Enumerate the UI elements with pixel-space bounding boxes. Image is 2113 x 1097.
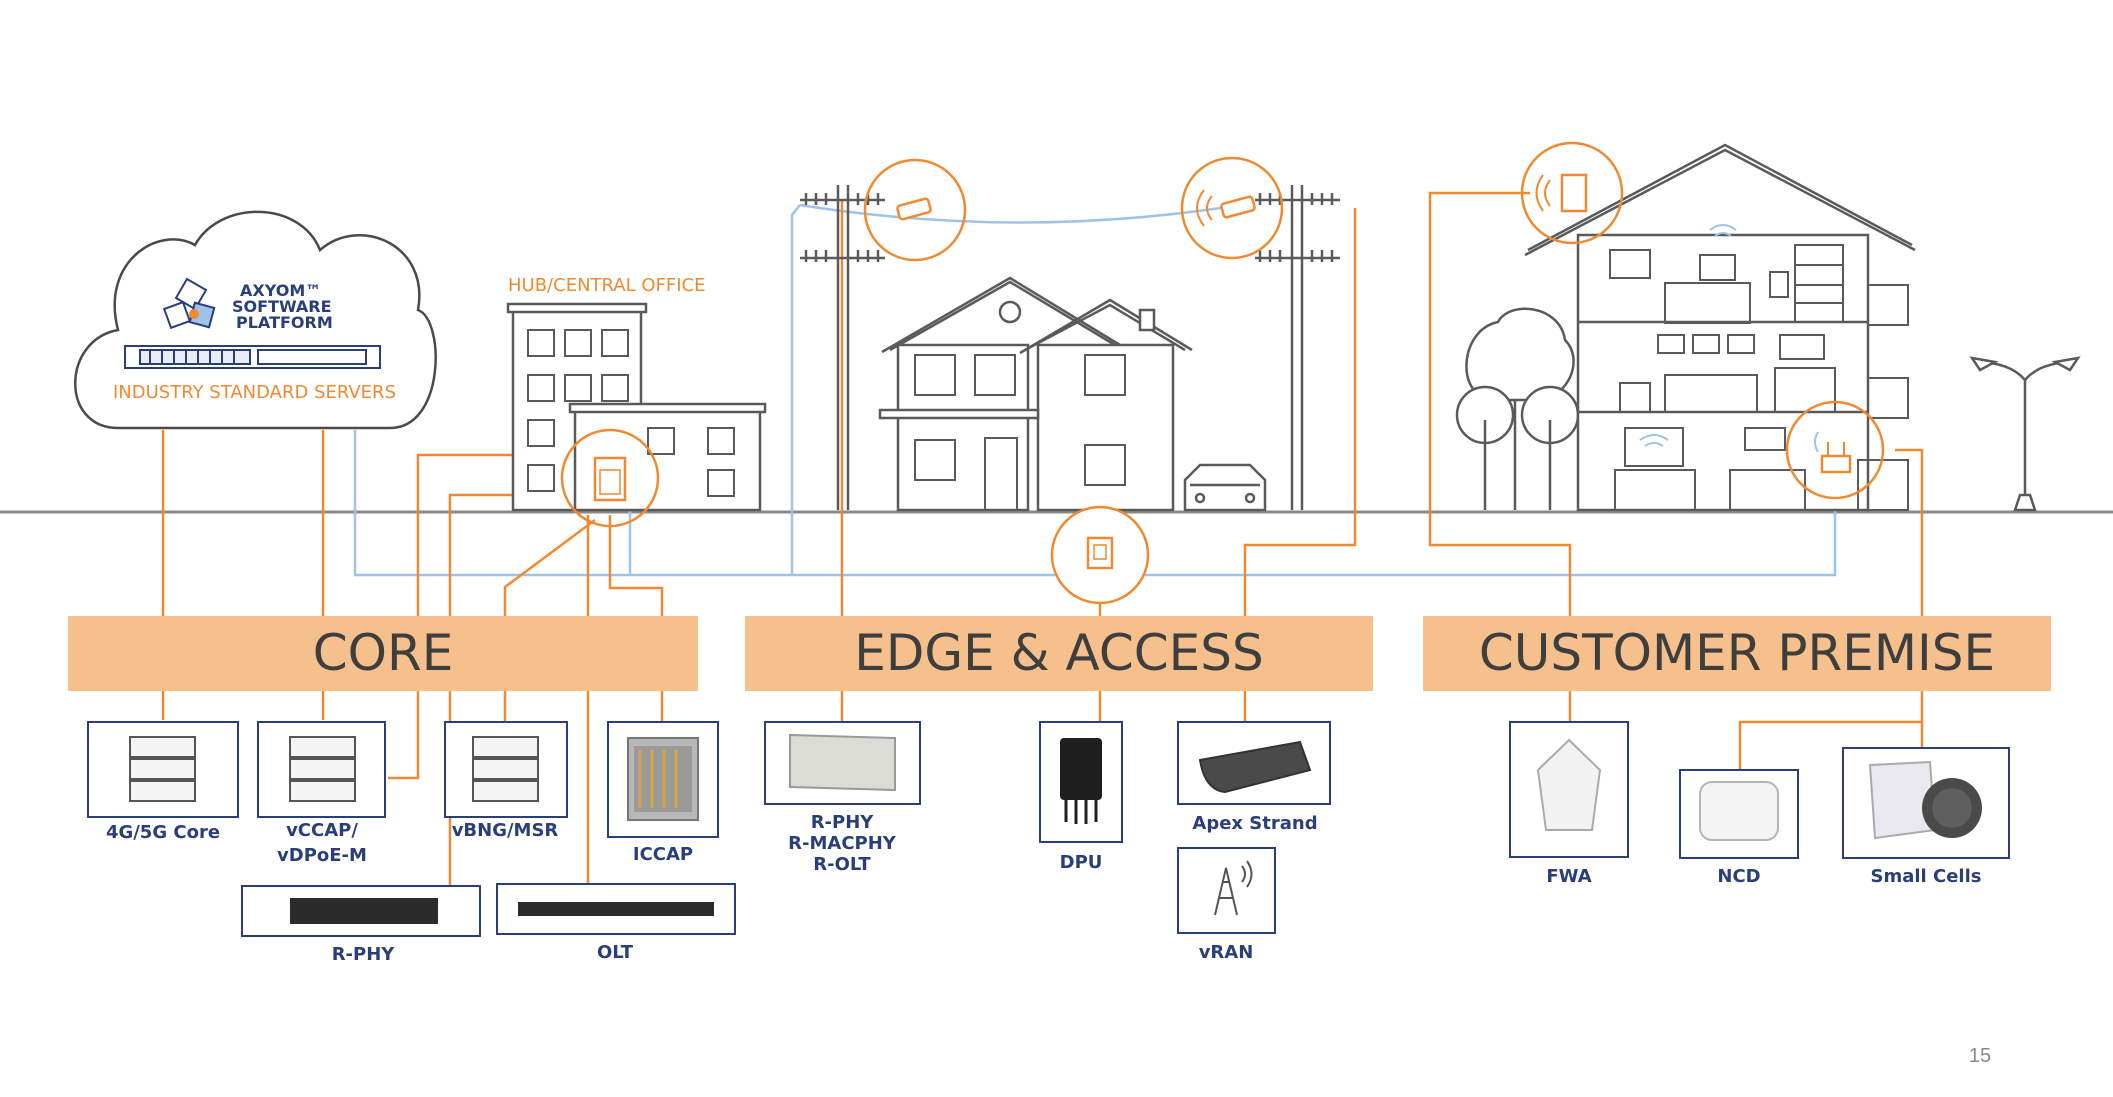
cell-tower-icon [1214, 860, 1253, 916]
cloud-logo-line1: AXYOM™ [240, 281, 321, 300]
device-olt: OLT [496, 883, 736, 963]
servers-label: INDUSTRY STANDARD SERVERS [113, 382, 396, 403]
label-rphy-edge-line1: R-PHY [811, 812, 875, 833]
utility-pole-left [800, 185, 885, 510]
hub-building [506, 302, 767, 512]
ncd-house-highlight [1785, 400, 1885, 500]
hub-equipment-highlight [560, 428, 660, 528]
server-icon [289, 736, 356, 802]
device-apex-strand: Apex Strand [1177, 721, 1331, 834]
fwa-house-highlight [1520, 141, 1624, 245]
label-dpu: DPU [1060, 852, 1103, 873]
label-ncd: NCD [1717, 866, 1760, 887]
cloud-logo-line3: PLATFORM [236, 313, 333, 332]
small-cells-icon [1868, 760, 1982, 840]
car-icon [1183, 463, 1267, 512]
device-iccap: ICCAP [607, 721, 719, 865]
device-dpu: DPU [1039, 721, 1123, 873]
ncd-unit-icon [1699, 781, 1779, 841]
software-platform-cloud: AXYOM™ SOFTWARE PLATFORM INDUSTRY STANDA… [74, 210, 437, 430]
label-vran: vRAN [1199, 942, 1254, 963]
label-small-cells: Small Cells [1871, 866, 1982, 887]
dpu-icon [1060, 738, 1102, 824]
server-icon [129, 736, 196, 802]
device-small-cells: Small Cells [1842, 747, 2010, 887]
page-number: 15 [1969, 1045, 1991, 1067]
label-vccap-line2: vDPoE-M [277, 845, 367, 866]
label-rphy-core: R-PHY [332, 944, 396, 965]
label-iccap: ICCAP [633, 844, 693, 865]
node-icon [789, 733, 896, 792]
server-icon [472, 736, 539, 802]
olt-shelf-icon [518, 902, 714, 916]
device-vccap: vCCAP/ vDPoE-M [257, 721, 386, 866]
label-apex-strand: Apex Strand [1192, 813, 1317, 834]
device-vran: vRAN [1177, 847, 1276, 963]
edge-access-band-label: EDGE & ACCESS [854, 624, 1263, 682]
core-band-label: CORE [313, 624, 454, 682]
edge-access-band [745, 616, 1373, 691]
label-olt: OLT [597, 942, 634, 963]
dpu-ground-highlight [1050, 505, 1150, 605]
device-rphy-edge: R-PHY R-MACPHY R-OLT [764, 721, 921, 875]
device-ncd: NCD [1679, 769, 1799, 887]
customer-house [1524, 143, 1916, 512]
axyom-logo-icon [162, 277, 216, 330]
suburban-house [878, 276, 1193, 512]
server-rack-icon [124, 345, 381, 369]
device-vbng: vBNG/MSR [444, 721, 568, 841]
core-band [68, 616, 698, 691]
customer-premise-band-label: CUSTOMER PREMISE [1479, 624, 1995, 682]
label-4g5g-core: 4G/5G Core [106, 822, 220, 843]
rphy-shelf-icon [290, 898, 438, 924]
label-rphy-edge-line3: R-OLT [813, 854, 871, 875]
apex-strand-icon [1198, 740, 1312, 794]
label-rphy-edge-line2: R-MACPHY [788, 833, 897, 854]
fwa-unit-icon [1536, 738, 1602, 831]
label-vbng: vBNG/MSR [452, 820, 559, 841]
device-rphy-core: R-PHY [241, 885, 481, 965]
label-vccap-line1: vCCAP/ [286, 820, 358, 841]
label-fwa: FWA [1546, 866, 1591, 887]
chassis-icon [627, 737, 699, 821]
strand-device-right-highlight [1180, 156, 1284, 260]
device-fwa: FWA [1509, 721, 1629, 887]
street-lamp [1969, 356, 2081, 512]
cloud-logo-line2: SOFTWARE [232, 297, 332, 316]
device-4g5g-core: 4G/5G Core [87, 721, 239, 843]
trees [1455, 307, 1580, 510]
customer-premise-band [1423, 616, 2051, 691]
hub-label: HUB/CENTRAL OFFICE [508, 275, 706, 296]
utility-pole-right [1255, 185, 1340, 510]
strand-device-left-highlight [863, 158, 967, 262]
